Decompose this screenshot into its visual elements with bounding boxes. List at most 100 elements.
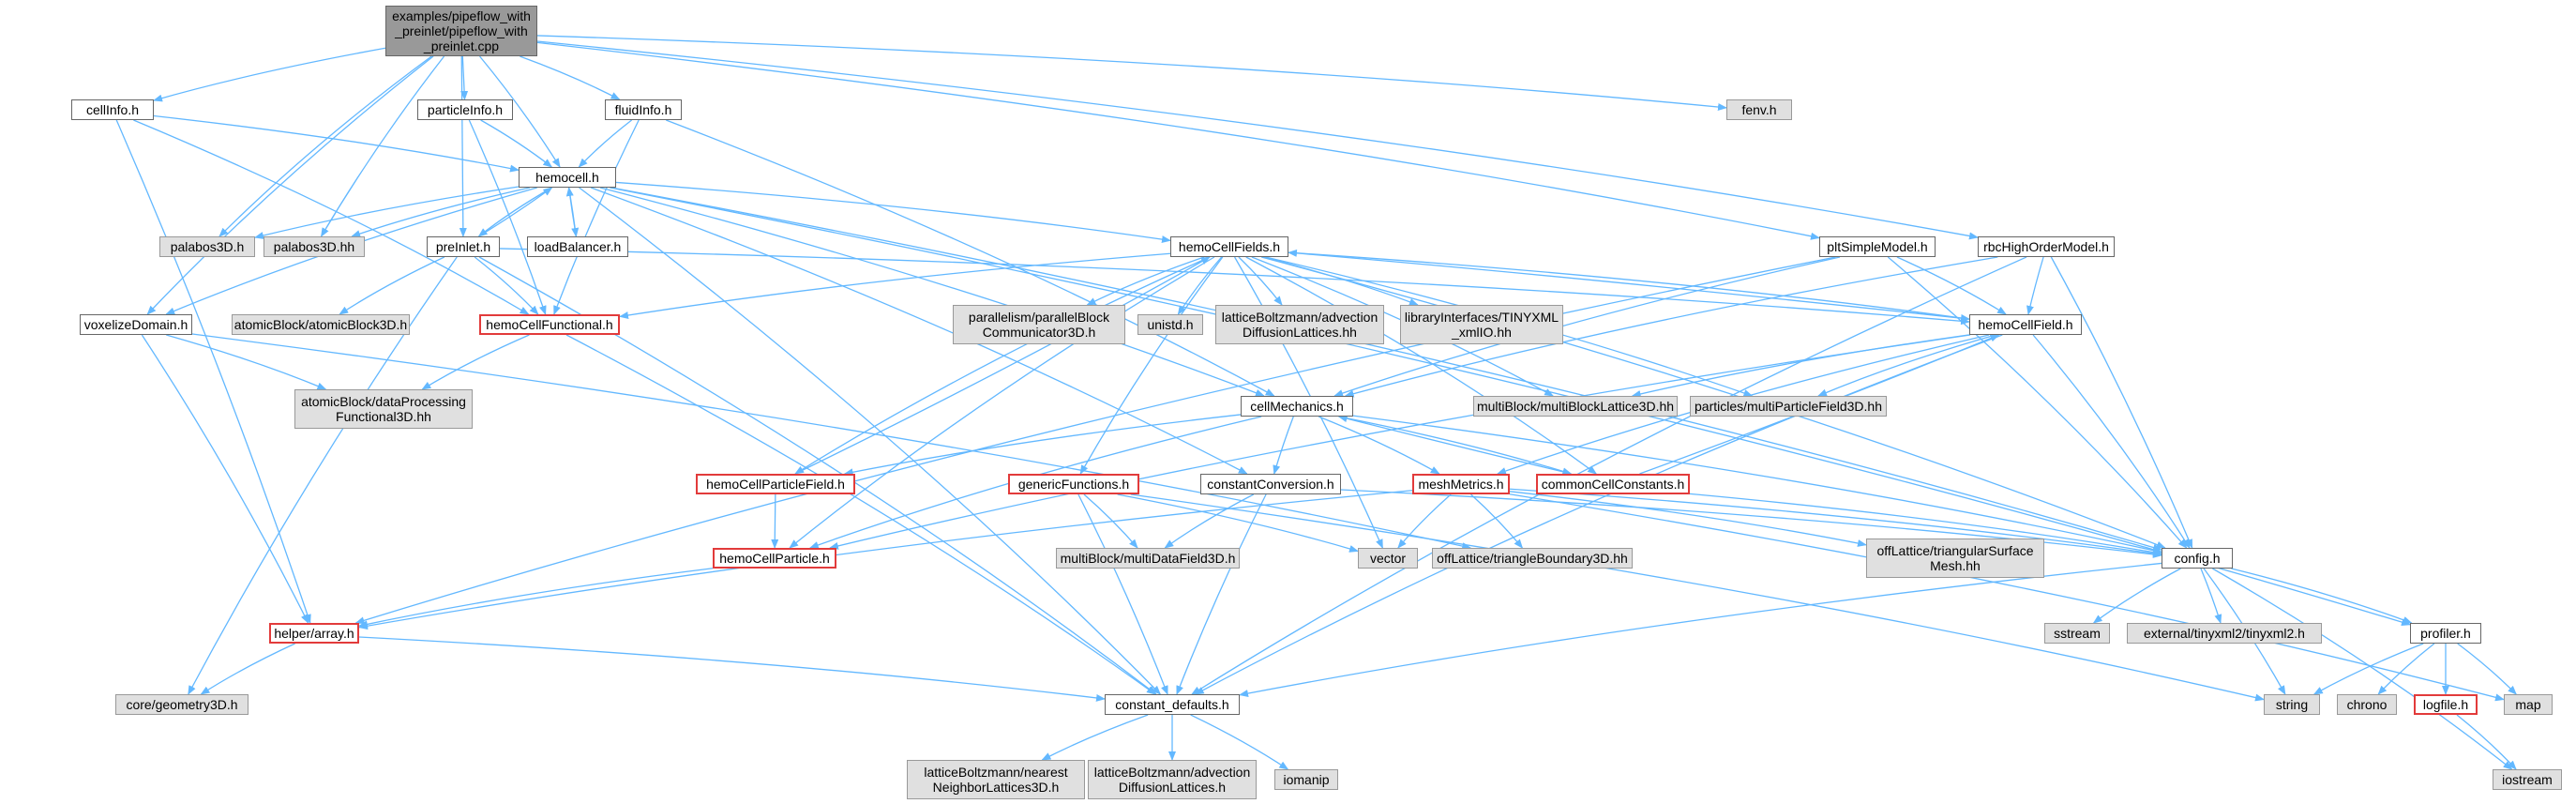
edge-genericFunctions-to-string [1130,493,2265,702]
edge-root-to-voxelizeDomain [146,55,434,315]
edge-voxelizeDomain-to-helperArray [141,334,309,624]
edge-commonCellConstants-to-config [1689,493,2162,556]
edge-hemoCellField-to-hemoCellParticle [828,334,1971,550]
node-fluidInfo[interactable]: fluidInfo.h [605,99,682,120]
edge-rbcHighOrderModel-to-config [2050,256,2193,549]
node-hemoCellField[interactable]: hemoCellField.h [1969,314,2082,335]
node-chrono: chrono [2337,694,2397,715]
edge-meshMetrics-to-vector [1397,493,1452,549]
edge-hemoCellParticle-to-helperArray [358,568,714,629]
edge-root-to-particleInfo [460,55,469,100]
edge-hemocell-to-cellMechanics [599,187,1265,397]
node-cellMechanics[interactable]: cellMechanics.h [1241,396,1353,417]
node-vector: vector [1358,548,1418,569]
node-hemoCellFunctional[interactable]: hemoCellFunctional.h [479,314,620,335]
edge-cellMechanics-to-config [1352,415,2162,554]
edge-hemocell-to-hemoCellFields [615,181,1171,244]
edge-meshMetrics-to-helperArray [358,490,1413,630]
node-voxelizeDomain[interactable]: voxelizeDomain.h [80,314,192,335]
node-loadBalancer[interactable]: loadBalancer.h [527,236,628,257]
edge-logfile-to-iostream [2456,714,2517,770]
edge-pltSimpleModel-to-helperArray [354,256,1836,625]
edge-config-to-sstream [2092,568,2181,624]
node-hemoCellParticleField[interactable]: hemoCellParticleField.h [696,474,855,494]
node-cellInfo[interactable]: cellInfo.h [71,99,154,120]
edge-hemocell-to-constantConversion [591,187,1248,475]
edge-hemoCellFields-to-unistd [1177,256,1223,315]
edge-root-to-rbcHighOrderModel [536,40,1979,240]
edge-hemoCellFields-to-hemoCellParticleField [794,256,1211,475]
node-helperArray[interactable]: helper/array.h [269,623,359,644]
node-coreGeometry: core/geometry3D.h [115,694,249,715]
node-commonCellConstants[interactable]: commonCellConstants.h [1536,474,1690,494]
edge-rbcHighOrderModel-to-hemoCellField [2026,256,2044,315]
edge-profiler-to-chrono [2377,643,2435,695]
edge-constantConversion-to-constantDefaults [1176,493,1267,695]
node-logfile[interactable]: logfile.h [2414,694,2478,715]
node-constantConversion[interactable]: constantConversion.h [1200,474,1341,494]
edge-meshMetrics-to-triangularSurfaceMesh [1509,491,1867,547]
edge-constantConversion-to-config [1340,489,2162,558]
edge-genericFunctions-to-vector [1117,493,1359,553]
edge-hemoCellFields-to-latticeAdvection1 [1238,256,1283,306]
node-dataProcessing: atomicBlock/dataProcessing Functional3D.… [294,389,473,429]
node-latticeAdvection1: latticeBoltzmann/advection DiffusionLatt… [1215,305,1384,344]
edge-cellInfo-to-hemocell [153,114,520,173]
edge-preInlet-to-hemoCellField [499,248,1970,326]
edge-hemoCellFields-to-hemoCellFunctional [619,252,1171,319]
edge-constantDefaults-to-nearestNeighbor [1041,714,1149,761]
edge-hemoCellFields-to-parallelBlock [1086,256,1205,306]
edge-root-to-hemocell [479,55,561,168]
edge-constantConversion-to-multiDataField [1164,493,1255,549]
node-hemoCellParticle[interactable]: hemoCellParticle.h [713,548,836,569]
edge-fluidInfo-to-cellMechanics [666,119,1275,397]
edge-genericFunctions-to-constantDefaults [1077,493,1168,695]
node-iomanip: iomanip [1274,769,1338,790]
edge-root-to-preInlet [459,55,467,237]
edge-hemoCellFields-to-hemoCellParticle [789,256,1215,549]
edge-particleInfo-to-hemocell [480,119,553,168]
node-genericFunctions[interactable]: genericFunctions.h [1008,474,1139,494]
edge-root-to-cellInfo [153,47,386,102]
edge-root-to-palabos3Dh [218,55,432,237]
edge-hemoCellFields-to-hemoCellField [1288,251,1970,322]
edge-constantDefaults-to-iomanip [1190,714,1289,770]
node-meshMetrics[interactable]: meshMetrics.h [1412,474,1510,494]
node-constantDefaults[interactable]: constant_defaults.h [1105,694,1240,715]
node-triangularSurfaceMesh: offLattice/triangularSurface Mesh.hh [1866,539,2044,578]
edge-pltSimpleModel-to-hemoCellField [1896,256,2007,315]
edge-config-to-tinyxml2 [2200,568,2222,624]
node-profiler[interactable]: profiler.h [2410,623,2481,644]
node-triangleBoundary: offLattice/triangleBoundary3D.hh [1432,548,1633,569]
edge-hemocell-to-palabos3Dhh [351,187,531,237]
edge-preInlet-to-hemoCellFunctional [474,256,539,315]
edge-config-to-profiler [2231,568,2413,624]
edge-hemocell-to-constantDefaults [579,187,1162,695]
edge-layer [115,35,2517,770]
edge-hemoCellField-to-config [2032,334,2191,549]
node-sstream: sstream [2044,623,2110,644]
edge-preInlet-to-coreGeometry [188,256,458,695]
edge-hemoCellParticleField-to-hemoCellParticle [771,493,779,549]
node-preInlet[interactable]: preInlet.h [427,236,500,257]
node-config[interactable]: config.h [2162,548,2233,569]
node-tinyxml2: external/tinyxml2/tinyxml2.h [2127,623,2322,644]
edge-config-to-constantDefaults [1239,562,2162,697]
edge-profiler-to-map [2457,643,2517,695]
edge-hemoCellFunctional-to-constantDefaults [565,334,1156,695]
node-fenv: fenv.h [1726,99,1792,120]
edge-fluidInfo-to-hemocell [578,119,633,168]
node-palabos3Dh: palabos3D.h [159,236,255,257]
node-hemocell[interactable]: hemocell.h [519,167,616,188]
node-hemoCellFields[interactable]: hemoCellFields.h [1170,236,1288,257]
node-pltSimpleModel[interactable]: pltSimpleModel.h [1819,236,1936,257]
node-particleInfo[interactable]: particleInfo.h [417,99,513,120]
edge-root-to-fenv [536,35,1727,111]
edge-hemoCellField-to-constantDefaults [1194,334,2003,695]
edge-rbcHighOrderModel-to-cellMechanics [1344,256,1998,398]
node-multiParticleField: particles/multiParticleField3D.hh [1690,396,1887,417]
edge-cellMechanics-to-hemoCellParticleField [843,414,1242,477]
node-rbcHighOrderModel[interactable]: rbcHighOrderModel.h [1978,236,2115,257]
node-root-file[interactable]: examples/pipeflow_with _preinlet/pipeflo… [385,6,537,56]
edge-pltSimpleModel-to-cellMechanics [1333,256,1841,397]
